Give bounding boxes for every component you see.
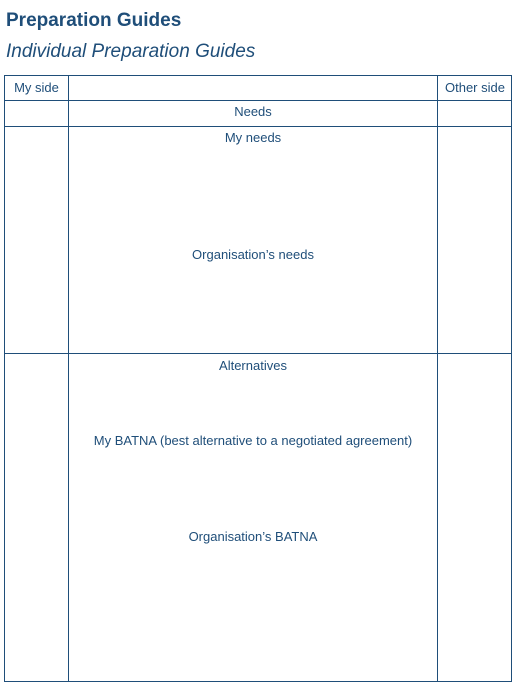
header-my-side: My side (14, 80, 59, 95)
organisation-needs-label: Organisation’s needs (192, 247, 314, 262)
col-divider-left (68, 76, 69, 681)
section-needs-heading: Needs (234, 104, 272, 119)
preparation-table: My side Other side Needs My needs Organi… (4, 75, 512, 682)
col-divider-right (437, 76, 438, 681)
row-divider-needs-header (5, 126, 511, 127)
my-batna-label: My BATNA (best alternative to a negotiat… (93, 433, 413, 448)
page-subtitle: Individual Preparation Guides (6, 41, 256, 62)
organisation-batna-label: Organisation’s BATNA (188, 529, 318, 544)
row-divider-header (5, 100, 511, 101)
my-needs-label: My needs (224, 130, 282, 145)
page-title: Preparation Guides (6, 10, 182, 31)
row-divider-needs-block (5, 353, 511, 354)
section-alternatives-heading: Alternatives (219, 358, 287, 373)
header-other-side: Other side (445, 80, 505, 95)
